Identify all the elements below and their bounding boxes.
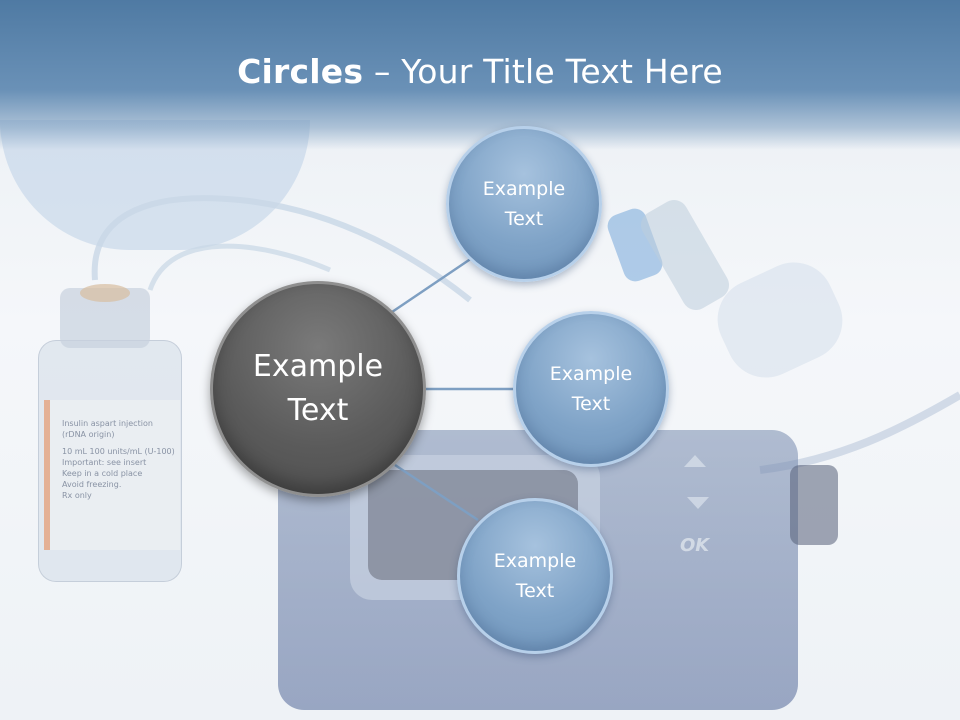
title-bold: Circles [237, 52, 364, 91]
vial-label-line: Rx only [62, 491, 92, 500]
ok-label: OK [680, 535, 710, 556]
outer-circle-middle[interactable]: Example Text [513, 311, 669, 467]
arrow-up-icon [684, 455, 706, 467]
vial-label-line: (rDNA origin) [62, 430, 115, 439]
vial-label: Insulin aspart injection (rDNA origin) 1… [44, 400, 180, 550]
slide-title: Circles – Your Title Text Here [0, 52, 960, 91]
vial-label-line: Avoid freezing. [62, 480, 122, 489]
arrow-down-icon [687, 497, 709, 509]
connector-line-top [391, 256, 473, 314]
vial-label-line: 10 mL 100 units/mL (U-100) [62, 447, 175, 456]
connector-line-bottom [394, 463, 479, 522]
vial-label-line: Important: see insert [62, 458, 147, 467]
outer-circle-top[interactable]: Example Text [446, 126, 602, 282]
title-rest: – Your Title Text Here [363, 52, 723, 91]
title-bar [0, 0, 960, 150]
pump-knob [790, 465, 838, 545]
outer-circle-text: Example Text [549, 363, 633, 415]
vial-label-line: Keep in a cold place [62, 469, 143, 478]
center-circle[interactable]: Example Text [210, 281, 426, 497]
outer-circle-text: Example Text [482, 178, 566, 230]
vial-cap [80, 284, 130, 302]
outer-circle-bottom[interactable]: Example Text [457, 498, 613, 654]
outer-circle-text: Example Text [493, 550, 577, 602]
vial-label-line: Insulin aspart injection [62, 419, 153, 428]
center-circle-text: Example Text [252, 349, 384, 428]
